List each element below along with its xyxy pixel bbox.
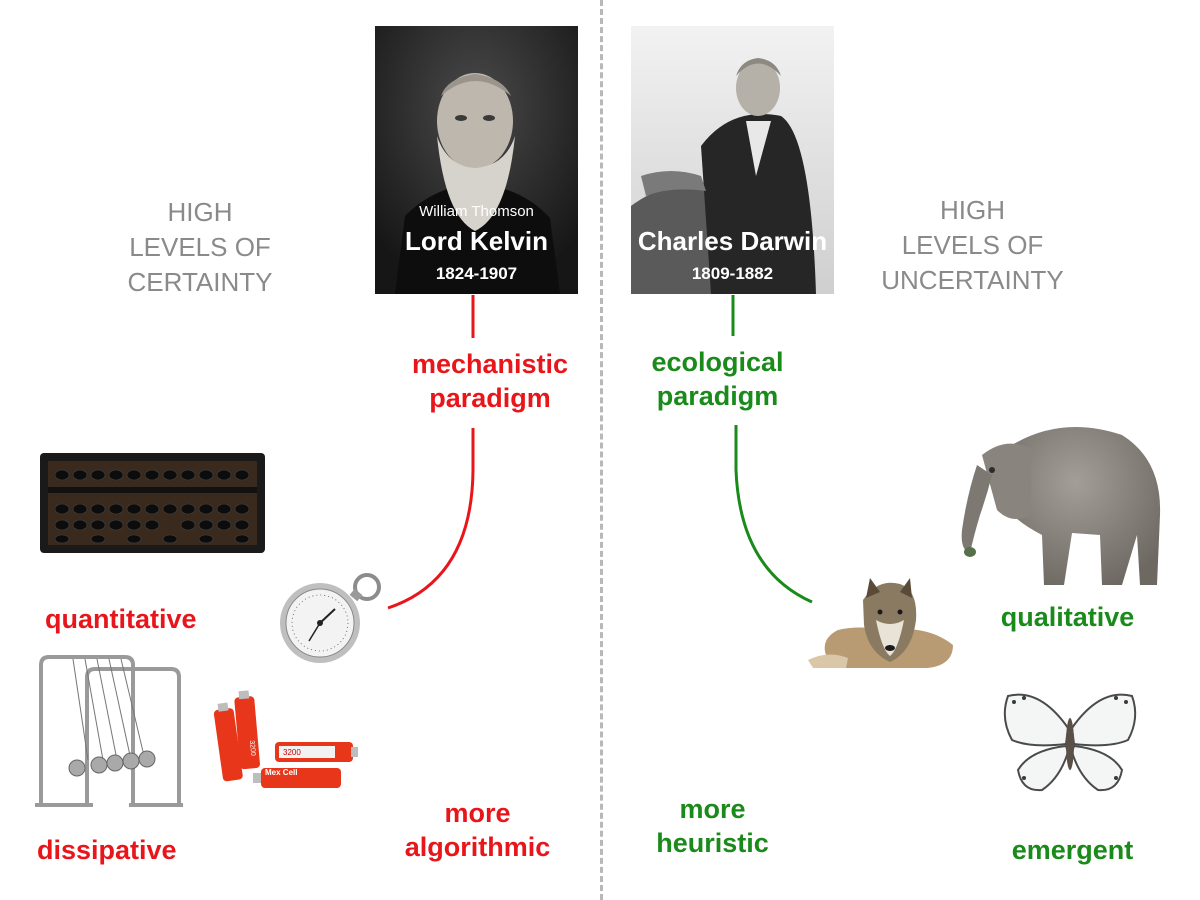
uncertainty-line-3: UNCERTAINTY — [881, 265, 1064, 295]
more-algorithmic-line-1: more — [444, 798, 511, 828]
qualitative-label: qualitative — [1000, 602, 1135, 632]
uncertainty-label: HIGH LEVELS OF UNCERTAINTY — [875, 193, 1070, 298]
battery-capacity-text-2: 3200 — [283, 748, 301, 757]
ecological-paradigm-label: ecological paradigm — [625, 345, 810, 413]
kelvin-portrait-icon — [375, 26, 578, 294]
dissipative-label: dissipative — [37, 835, 177, 865]
kelvin-subtitle: William Thomson — [419, 203, 534, 220]
stopwatch-icon — [280, 573, 381, 663]
batteries-icon: 3200 3200 Mex Cell — [213, 690, 358, 788]
wolf-icon — [808, 578, 953, 668]
kelvin-connector-curve — [387, 428, 475, 610]
mechanistic-paradigm-label: mechanistic paradigm — [395, 347, 585, 415]
certainty-line-3: CERTAINTY — [127, 267, 273, 297]
darwin-years: 1809-1882 — [691, 264, 774, 283]
more-heuristic-line-2: heuristic — [656, 828, 769, 858]
kelvin-name: Lord Kelvin — [404, 226, 548, 256]
battery-brand-text: Mex Cell — [265, 768, 297, 777]
ecological-line-2: paradigm — [656, 381, 779, 411]
ecological-line-1: ecological — [651, 347, 784, 377]
darwin-connector-curve — [734, 425, 813, 604]
uncertainty-line-1: HIGH — [940, 195, 1005, 225]
abacus-icon — [40, 453, 265, 553]
quantitative-label: quantitative — [45, 604, 197, 634]
certainty-label: HIGH LEVELS OF CERTAINTY — [110, 195, 290, 300]
uncertainty-line-2: LEVELS OF — [901, 230, 1044, 260]
certainty-line-1: HIGH — [167, 197, 233, 227]
center-divider — [600, 0, 603, 900]
more-algorithmic-line-2: algorithmic — [404, 832, 551, 862]
mechanistic-line-2: paradigm — [429, 383, 551, 413]
certainty-line-2: LEVELS OF — [129, 232, 271, 262]
darwin-portrait: Charles Darwin 1809-1882 — [631, 26, 834, 294]
emergent-label: emergent — [1011, 835, 1134, 865]
more-algorithmic-label: more algorithmic — [385, 796, 570, 864]
butterfly-icon — [1003, 693, 1137, 792]
more-heuristic-label: more heuristic — [630, 792, 795, 860]
mechanistic-line-1: mechanistic — [411, 349, 569, 379]
darwin-name: Charles Darwin — [637, 226, 828, 256]
kelvin-years: 1824-1907 — [435, 264, 518, 283]
elephant-icon — [961, 427, 1161, 585]
newtons-cradle-icon — [35, 655, 183, 807]
battery-capacity-text-1: 3200 — [248, 740, 256, 756]
more-heuristic-line-1: more — [679, 794, 746, 824]
kelvin-portrait: William Thomson Lord Kelvin 1824-1907 — [375, 26, 578, 294]
darwin-portrait-icon — [631, 26, 834, 294]
